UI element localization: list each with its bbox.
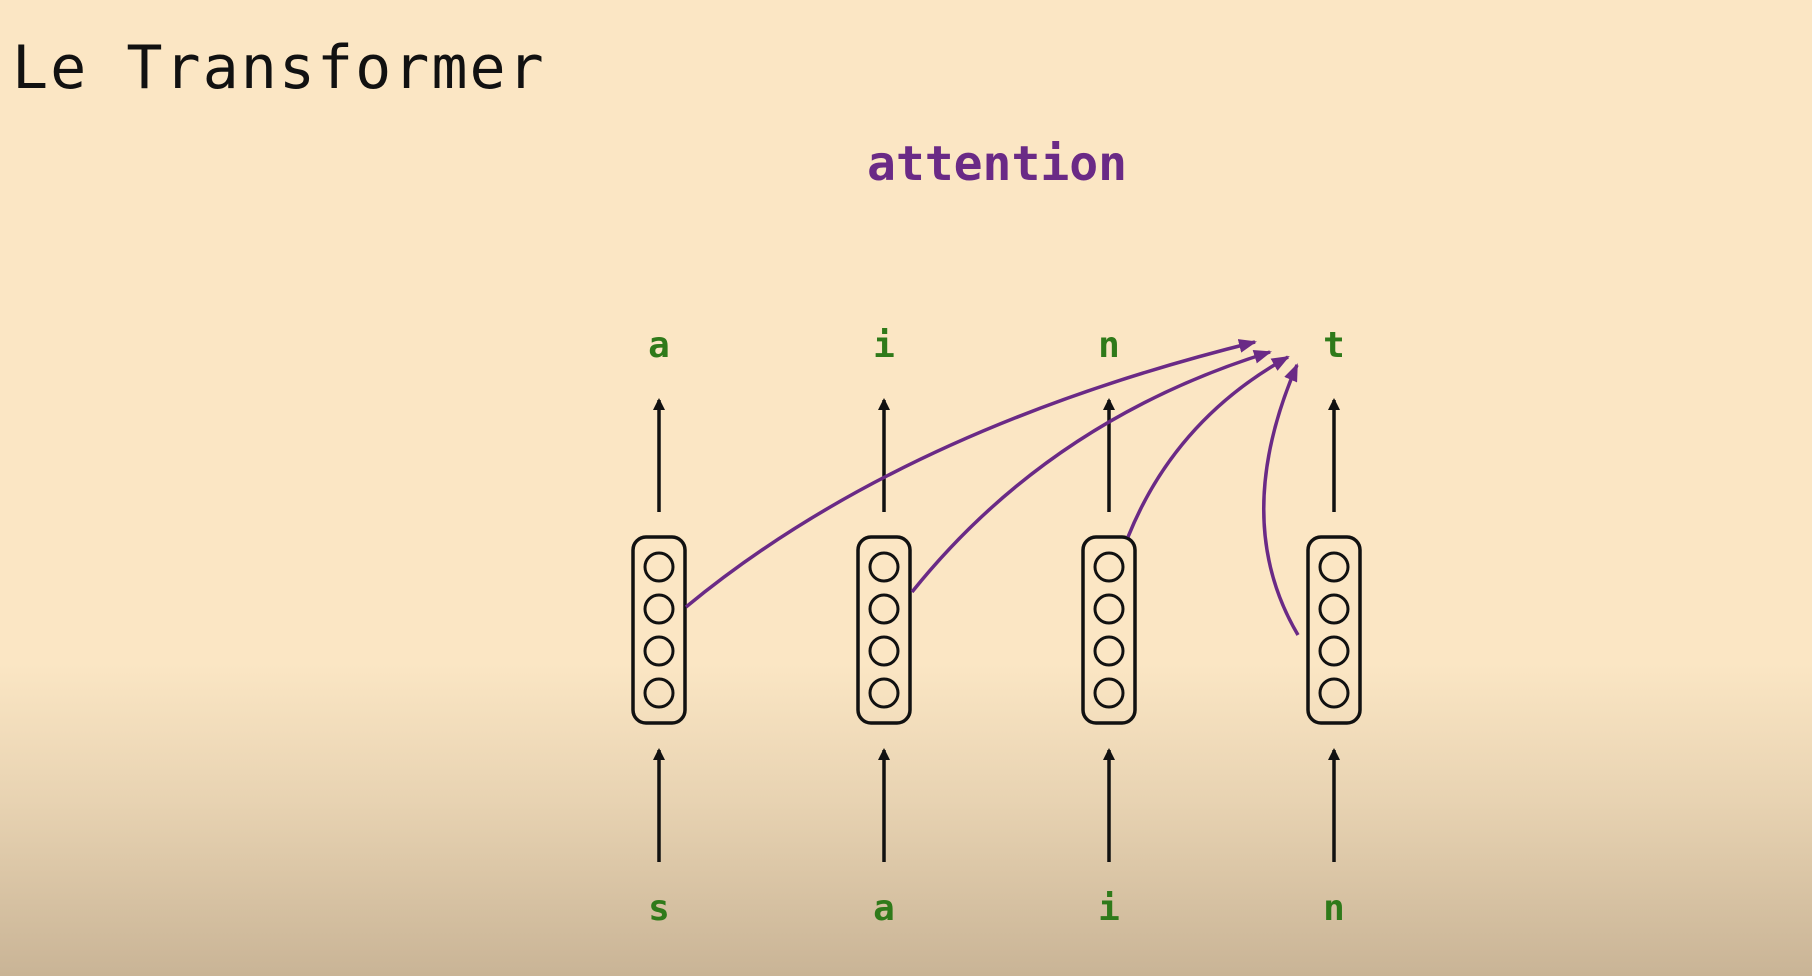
attention-arc — [684, 339, 1257, 609]
neuron-unit — [1318, 635, 1350, 667]
neuron-unit — [868, 635, 900, 667]
attention-label: attention — [867, 136, 1127, 192]
neuron-unit — [643, 551, 675, 583]
token-column: ia — [856, 325, 912, 929]
output-token: t — [1323, 325, 1345, 366]
hidden-state-cell — [856, 535, 912, 725]
input-token: n — [1323, 888, 1345, 929]
neuron-unit — [868, 551, 900, 583]
attention-arc — [1262, 363, 1300, 636]
neuron-unit — [1318, 677, 1350, 709]
neuron-unit — [1318, 551, 1350, 583]
neuron-unit — [1093, 677, 1125, 709]
neuron-unit — [643, 635, 675, 667]
neuron-unit — [868, 593, 900, 625]
hidden-state-cell — [1306, 535, 1362, 725]
token-column: as — [631, 325, 687, 929]
neuron-unit — [1318, 593, 1350, 625]
hidden-state-cell — [631, 535, 687, 725]
attention-arcs — [684, 339, 1300, 636]
attention-arc — [1126, 355, 1290, 538]
token-column: ni — [1081, 325, 1137, 929]
output-token: a — [648, 325, 670, 366]
input-token: a — [873, 888, 895, 929]
token-column: tn — [1306, 325, 1362, 929]
input-token: s — [648, 888, 670, 929]
input-token: i — [1098, 888, 1120, 929]
neuron-unit — [1093, 551, 1125, 583]
output-token: i — [873, 325, 895, 366]
attention-arc — [910, 350, 1272, 594]
neuron-unit — [868, 677, 900, 709]
output-token: n — [1098, 325, 1120, 366]
neuron-unit — [643, 593, 675, 625]
hidden-state-cell — [1081, 535, 1137, 725]
page-title: Le Transformer — [12, 33, 546, 103]
neuron-unit — [1093, 635, 1125, 667]
neuron-unit — [643, 677, 675, 709]
neuron-unit — [1093, 593, 1125, 625]
